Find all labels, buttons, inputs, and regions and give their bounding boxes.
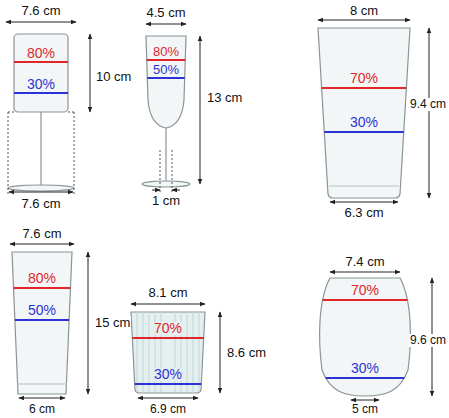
dimension-arrow bbox=[330, 272, 400, 273]
dimension-arrow bbox=[19, 398, 65, 399]
fill-level-label: 70% bbox=[349, 72, 379, 85]
fill-line-blue bbox=[130, 77, 200, 79]
dimension-arrow bbox=[131, 304, 205, 305]
dimension-arrow bbox=[152, 190, 160, 191]
dimension-label: 6.9 cm bbox=[149, 403, 187, 416]
dimension-label: 7.4 cm bbox=[344, 255, 385, 268]
fill-level-label: 30% bbox=[153, 368, 183, 381]
fill-level-label: 70% bbox=[153, 322, 183, 335]
dimension-arrow bbox=[220, 312, 221, 393]
fill-line-blue bbox=[14, 92, 68, 94]
fill-line-red bbox=[120, 337, 215, 339]
guide-line bbox=[74, 112, 75, 194]
dimension-label: 10 cm bbox=[95, 70, 132, 83]
fill-level-label: 80% bbox=[26, 47, 56, 60]
dimension-label: 8 cm bbox=[349, 4, 379, 17]
glass-thick-base bbox=[329, 185, 399, 186]
dimension-label: 1 cm bbox=[151, 194, 181, 207]
dimension-arrow bbox=[200, 36, 201, 184]
guide-line bbox=[8, 112, 9, 194]
glass-base bbox=[8, 185, 74, 191]
dimension-label: 8.1 cm bbox=[147, 286, 188, 299]
fill-line-red bbox=[300, 87, 420, 89]
dimension-arrow bbox=[351, 400, 379, 401]
glass-stem bbox=[40, 112, 41, 186]
dimension-arrow bbox=[429, 28, 430, 198]
fill-line-red bbox=[310, 299, 420, 301]
dimension-arrow bbox=[138, 398, 198, 399]
glass-body bbox=[318, 28, 410, 198]
guide-line bbox=[68, 112, 74, 113]
fill-line-red bbox=[14, 61, 68, 63]
dimension-label: 9.6 cm bbox=[409, 334, 447, 347]
guide-line bbox=[172, 150, 173, 192]
dimension-label: 9.4 cm bbox=[409, 98, 447, 111]
fill-line-red bbox=[130, 59, 200, 61]
dimension-arrow bbox=[88, 252, 89, 394]
guide-line bbox=[160, 150, 161, 192]
dimension-arrow bbox=[10, 244, 74, 245]
dimension-label: 15 cm bbox=[94, 316, 131, 329]
glass-body bbox=[12, 252, 72, 394]
dimension-label: 4.5 cm bbox=[145, 6, 186, 19]
dimension-arrow bbox=[6, 22, 76, 23]
dimension-arrow bbox=[90, 34, 91, 112]
dimension-label: 6 cm bbox=[28, 403, 56, 416]
glass-bowl bbox=[14, 34, 68, 112]
glass-body bbox=[131, 312, 205, 393]
fill-level-label: 30% bbox=[349, 116, 379, 129]
fill-line-red bbox=[0, 287, 90, 289]
fill-level-label: 30% bbox=[26, 78, 56, 91]
dimension-label: 7.6 cm bbox=[20, 197, 61, 210]
glass-stripes bbox=[137, 312, 199, 393]
dimension-label: 7.6 cm bbox=[20, 4, 61, 17]
fill-line-blue bbox=[120, 383, 215, 385]
dimension-label: 7.6 cm bbox=[21, 227, 62, 240]
fill-level-label: 80% bbox=[152, 45, 180, 58]
glass-stem bbox=[165, 128, 166, 182]
dimension-arrow bbox=[146, 24, 186, 25]
fill-level-label: 50% bbox=[152, 63, 180, 76]
fill-level-label: 80% bbox=[27, 272, 57, 285]
glass-base bbox=[142, 181, 190, 187]
fill-level-label: 50% bbox=[27, 304, 57, 317]
fill-level-label: 30% bbox=[350, 362, 380, 375]
dimension-arrow bbox=[172, 190, 180, 191]
dimension-arrow bbox=[9, 192, 73, 193]
glass-bowl bbox=[146, 36, 186, 128]
fill-level-label: 70% bbox=[350, 284, 380, 297]
fill-line-blue bbox=[310, 377, 420, 379]
fill-line-blue bbox=[300, 131, 420, 133]
dimension-arrow bbox=[318, 20, 410, 21]
dimension-label: 6.3 cm bbox=[343, 206, 384, 219]
fill-line-blue bbox=[0, 319, 90, 321]
glass-thick-base bbox=[17, 383, 67, 384]
dimension-label: 5 cm bbox=[351, 403, 379, 416]
dimension-label: 13 cm bbox=[206, 91, 243, 104]
dimension-arrow bbox=[330, 202, 398, 203]
dimension-label: 8.6 cm bbox=[226, 346, 267, 359]
guide-line bbox=[8, 112, 14, 113]
